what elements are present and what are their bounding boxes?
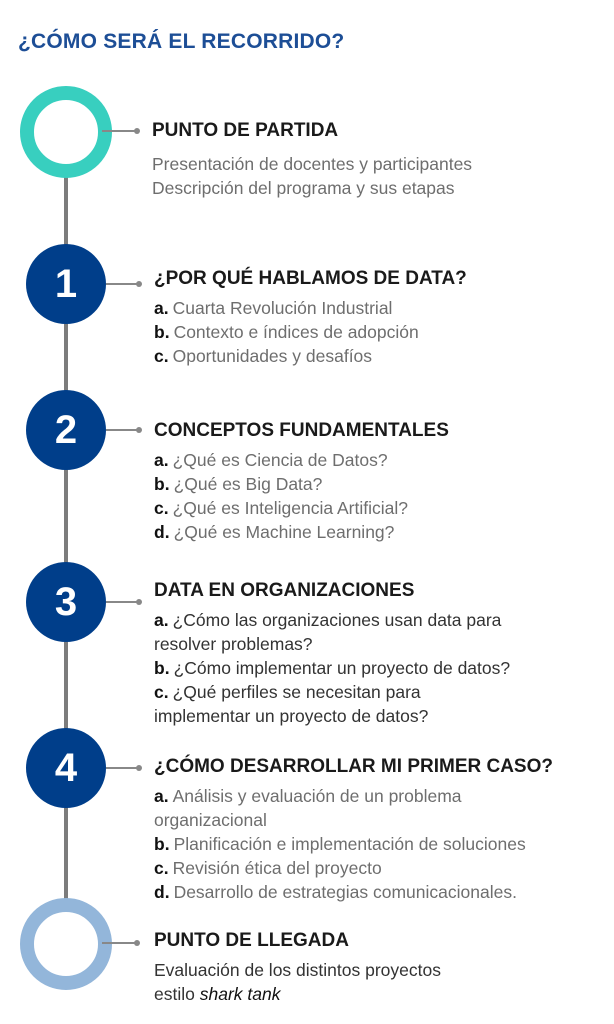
step-heading: CONCEPTOS FUNDAMENTALES xyxy=(154,420,449,441)
step-3-connector-dot xyxy=(136,599,142,605)
step-item: a.¿Qué es Ciencia de Datos? xyxy=(154,450,388,470)
step-item: a.¿Cómo las organizaciones usan data par… xyxy=(154,610,502,630)
step-item-continuation: implementar un proyecto de datos? xyxy=(154,706,429,726)
end-block: PUNTO DE LLEGADA Evaluación de los disti… xyxy=(154,930,604,1006)
step-item-continuation: resolver problemas? xyxy=(154,634,313,654)
step-item: c.¿Qué perfiles se necesitan para xyxy=(154,682,421,702)
step-3-block: DATA EN ORGANIZACIONES a.¿Cómo las organ… xyxy=(154,580,604,728)
end-connector xyxy=(102,942,138,944)
step-1-connector-dot xyxy=(136,281,142,287)
step-2-circle: 2 xyxy=(26,390,106,470)
start-line: Presentación de docentes y participantes xyxy=(152,154,473,174)
step-item: a.Análisis y evaluación de un problema xyxy=(154,786,462,806)
step-4-connector xyxy=(106,767,140,769)
step-heading: ¿POR QUÉ HABLAMOS DE DATA? xyxy=(154,268,467,289)
step-item-continuation: organizacional xyxy=(154,810,267,830)
end-connector-dot xyxy=(134,940,140,946)
start-connector-dot xyxy=(134,128,140,134)
page-title: ¿CÓMO SERÁ EL RECORRIDO? xyxy=(18,30,345,53)
step-2-block: CONCEPTOS FUNDAMENTALES a.¿Qué es Cienci… xyxy=(154,420,604,544)
step-2-connector xyxy=(106,429,140,431)
step-item: c.Oportunidades y desafíos xyxy=(154,346,373,366)
step-item: a.Cuarta Revolución Industrial xyxy=(154,298,393,318)
step-3-connector xyxy=(106,601,140,603)
end-heading: PUNTO DE LLEGADA xyxy=(154,930,349,951)
step-4-block: ¿CÓMO DESARROLLAR MI PRIMER CASO? a.Anál… xyxy=(154,756,604,904)
step-1-block: ¿POR QUÉ HABLAMOS DE DATA? a.Cuarta Revo… xyxy=(154,268,604,368)
end-line-2: estilo shark tank xyxy=(154,984,281,1004)
end-ring-icon xyxy=(20,898,112,990)
start-heading: PUNTO DE PARTIDA xyxy=(152,120,339,141)
step-item: c.Revisión ética del proyecto xyxy=(154,858,382,878)
shark-tank-emphasis: shark tank xyxy=(199,984,281,1004)
step-item: d.¿Qué es Machine Learning? xyxy=(154,522,395,542)
start-ring-icon xyxy=(20,86,112,178)
step-1-circle: 1 xyxy=(26,244,106,324)
step-item: b.¿Cómo implementar un proyecto de datos… xyxy=(154,658,511,678)
step-2-connector-dot xyxy=(136,427,142,433)
step-item: c.¿Qué es Inteligencia Artificial? xyxy=(154,498,409,518)
timeline-line xyxy=(64,130,68,940)
step-4-connector-dot xyxy=(136,765,142,771)
step-1-connector xyxy=(106,283,140,285)
start-line: Descripción del programa y sus etapas xyxy=(152,178,455,198)
step-item: b.Planificación e implementación de solu… xyxy=(154,834,526,854)
step-item: d.Desarrollo de estrategias comunicacion… xyxy=(154,882,517,902)
end-line: Evaluación de los distintos proyectos xyxy=(154,960,441,980)
start-connector xyxy=(102,130,138,132)
step-item: b.¿Qué es Big Data? xyxy=(154,474,323,494)
step-heading: ¿CÓMO DESARROLLAR MI PRIMER CASO? xyxy=(154,756,553,777)
step-item: b.Contexto e índices de adopción xyxy=(154,322,419,342)
step-4-circle: 4 xyxy=(26,728,106,808)
step-heading: DATA EN ORGANIZACIONES xyxy=(154,580,415,601)
start-block: PUNTO DE PARTIDA Presentación de docente… xyxy=(152,120,602,200)
step-3-circle: 3 xyxy=(26,562,106,642)
